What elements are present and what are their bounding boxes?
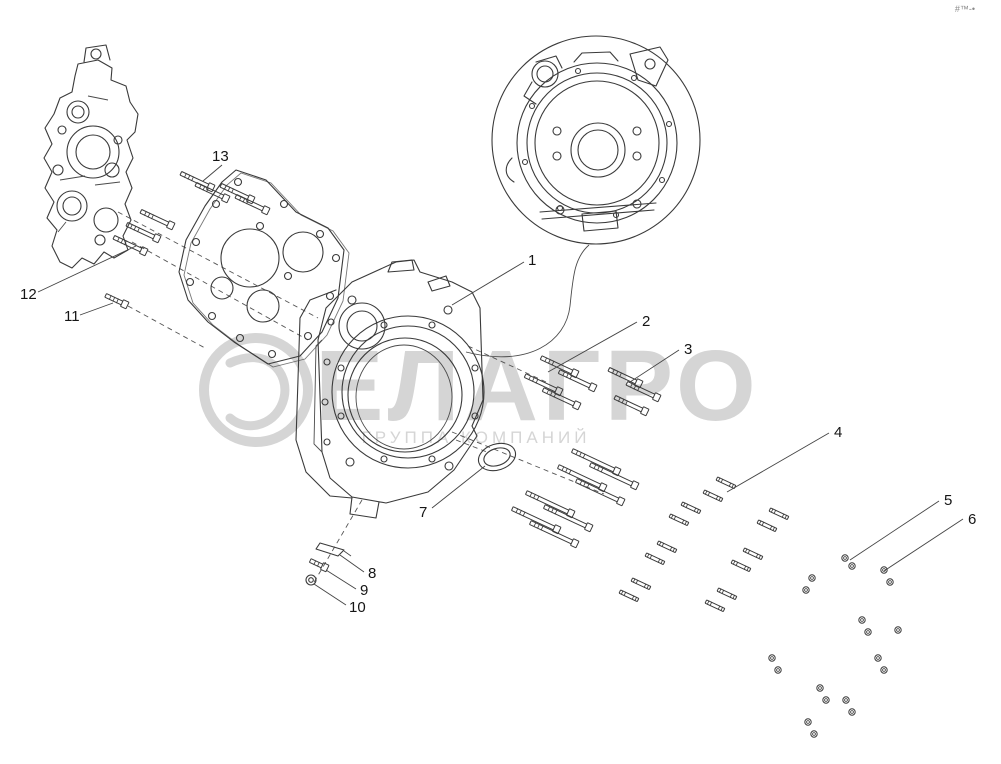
bolt	[589, 462, 640, 491]
bolt	[511, 506, 562, 535]
plug	[848, 708, 856, 716]
plug	[822, 696, 830, 704]
callouts-layer: 1 2 3 4 5 6 7 8	[20, 148, 976, 616]
watermark-subtitle: ГРУППА КОМПАНИЙ	[362, 428, 591, 447]
stud	[768, 507, 790, 521]
housing-bolt-holes	[321, 295, 479, 471]
callout-5: 5	[849, 492, 952, 561]
callout-1: 1	[451, 252, 536, 306]
plug	[810, 730, 818, 738]
callout-12: 12	[20, 245, 137, 303]
watermark: ЕЛАГРО ГРУППА КОМПАНИЙ	[199, 330, 760, 447]
engine-block	[43, 44, 139, 269]
callout-2: 2	[547, 313, 650, 373]
callout-label-7: 7	[419, 504, 427, 521]
pin-part	[315, 542, 352, 557]
plug	[774, 666, 782, 674]
callout-label-5: 5	[944, 492, 952, 509]
stud	[680, 501, 702, 515]
inset-rim-holes	[521, 67, 673, 219]
bolt	[112, 235, 149, 257]
fasteners-layer	[104, 171, 902, 738]
plug	[768, 654, 776, 662]
bolt	[575, 478, 626, 507]
stud	[715, 476, 737, 490]
bolt	[234, 194, 271, 216]
bolt	[104, 293, 130, 310]
bolt	[541, 387, 582, 411]
stud	[704, 599, 726, 613]
plug	[894, 626, 902, 634]
callout-7: 7	[419, 465, 486, 521]
callout-10: 10	[313, 583, 366, 616]
bolt	[625, 381, 662, 403]
callout-label-13: 13	[212, 148, 229, 165]
callout-9: 9	[325, 569, 368, 599]
bolt	[557, 369, 598, 393]
callout-label-3: 3	[684, 341, 692, 358]
stud	[656, 540, 678, 554]
callout-label-11: 11	[64, 308, 80, 325]
callout-label-10: 10	[349, 599, 366, 616]
plug-part	[305, 574, 317, 586]
plug	[816, 684, 824, 692]
stud	[730, 559, 752, 573]
callout-label-8: 8	[368, 565, 376, 582]
bolt	[525, 490, 576, 519]
plug	[858, 616, 866, 624]
bolt	[125, 222, 162, 244]
callout-label-4: 4	[834, 424, 842, 441]
seal-ring	[477, 442, 517, 472]
inset-leader-curve	[465, 244, 590, 358]
callout-label-1: 1	[528, 252, 536, 269]
stud	[630, 577, 652, 591]
plug	[808, 574, 816, 582]
stud	[742, 547, 764, 561]
plug	[842, 696, 850, 704]
watermark-logo-swirl-icon	[225, 353, 290, 431]
stud	[756, 519, 778, 533]
stud	[668, 513, 690, 527]
bolt	[523, 373, 564, 397]
callout-11: 11	[64, 302, 114, 325]
gasket-bolt-holes	[185, 177, 341, 359]
stud	[644, 552, 666, 566]
plug	[886, 578, 894, 586]
callout-4: 4	[726, 424, 842, 493]
plug	[864, 628, 872, 636]
callout-label-12: 12	[20, 286, 37, 303]
callout-13: 13	[202, 148, 229, 182]
flywheel-housing	[295, 259, 485, 519]
bolt	[529, 520, 580, 549]
bolt	[613, 395, 650, 417]
bolt	[308, 558, 330, 573]
plug	[848, 562, 856, 570]
plug	[874, 654, 882, 662]
watermark-title: ЕЛАГРО	[315, 330, 760, 442]
gasket-plate	[178, 169, 350, 368]
detail-inset	[465, 35, 701, 358]
plug	[804, 718, 812, 726]
inset-circle-border	[491, 35, 701, 245]
bolt	[139, 209, 176, 231]
callout-8: 8	[339, 554, 376, 582]
corner-marks: #™-•	[955, 4, 975, 14]
bolt	[194, 182, 231, 204]
plug	[841, 554, 849, 562]
callout-label-9: 9	[360, 582, 368, 599]
callout-label-2: 2	[642, 313, 650, 330]
plug	[880, 666, 888, 674]
watermark-logo-icon	[199, 333, 313, 447]
stud	[618, 589, 640, 603]
stud	[716, 587, 738, 601]
bolt	[571, 448, 622, 477]
callout-6: 6	[883, 511, 976, 572]
bolt	[543, 504, 594, 533]
stud	[702, 489, 724, 503]
plug	[802, 586, 810, 594]
callout-label-6: 6	[968, 511, 976, 528]
bolt	[557, 464, 608, 493]
callout-3: 3	[629, 341, 692, 383]
